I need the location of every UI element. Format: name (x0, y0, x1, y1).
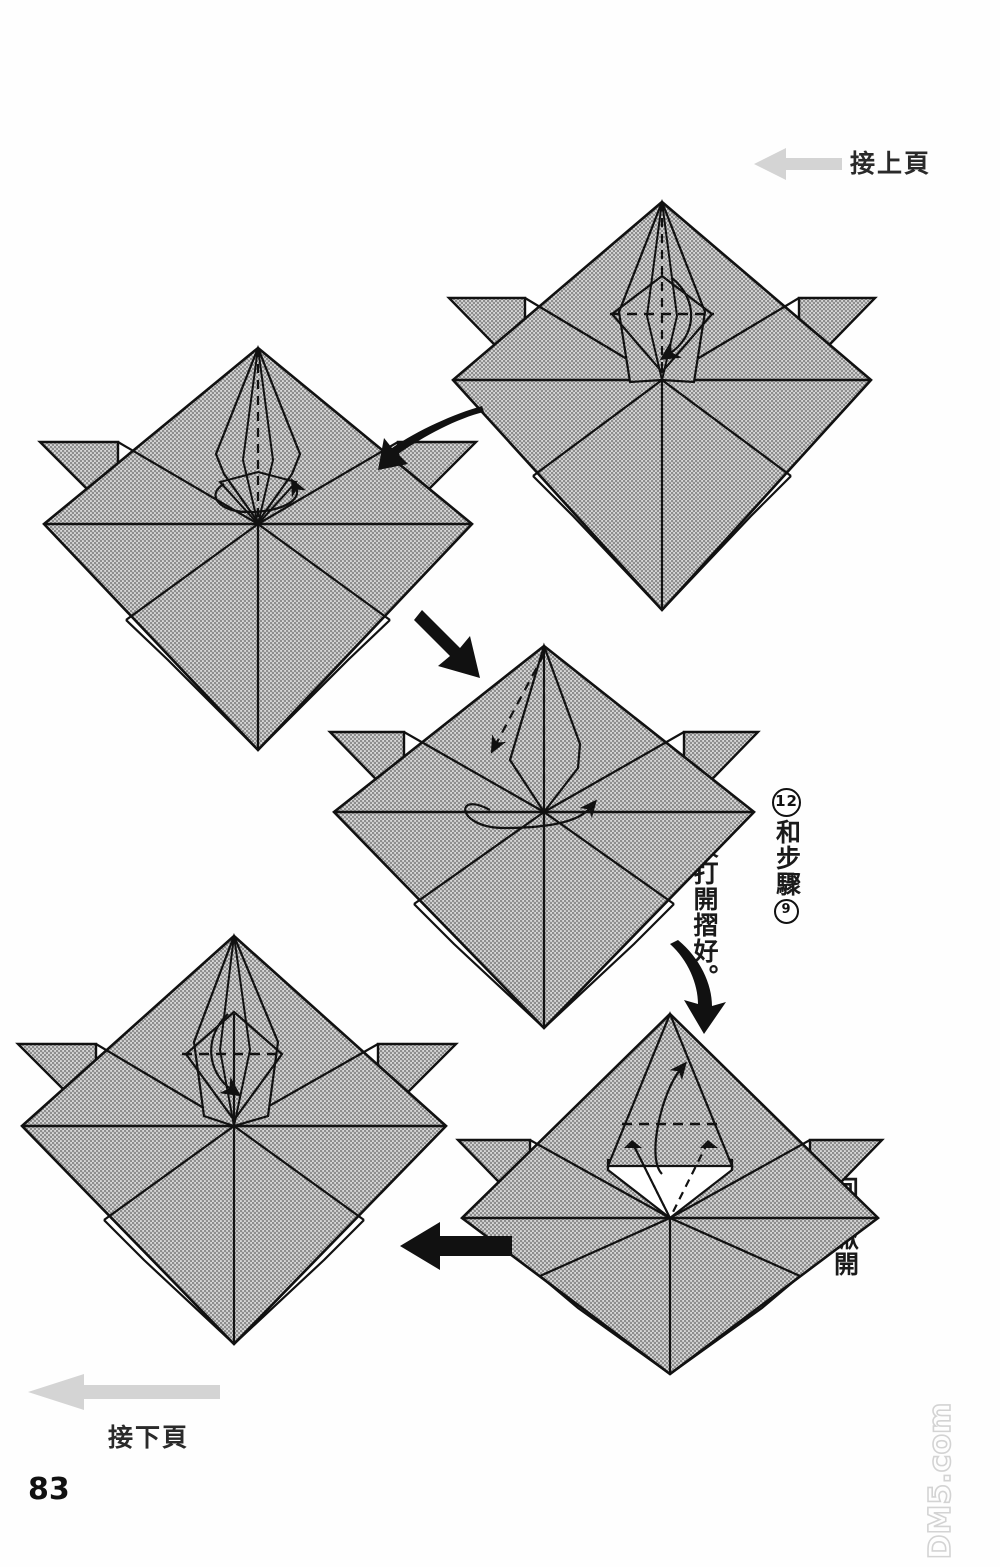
left-arrow-icon (28, 1374, 220, 1410)
arrow-11-to-12 (414, 610, 480, 678)
step-12-caption-text-a: 和步驟 (772, 819, 802, 897)
step-12-diagram (327, 642, 761, 1030)
step-13-diagram (455, 1011, 885, 1376)
watermark-logo-icon: DM5.com (922, 1402, 959, 1560)
watermark-text: DM5.com (923, 1403, 958, 1560)
step-12-reference-step-9: 9 (774, 899, 799, 924)
fold-marks (610, 202, 714, 382)
fold-marks (182, 1013, 284, 1120)
left-arrow-icon (754, 148, 842, 180)
step-12-caption-column-1: 12和步驟9 (746, 608, 828, 926)
next-page-label: 接下頁 (108, 1423, 190, 1452)
arrow-10-to-11 (378, 406, 484, 470)
prev-page-label: 接上頁 (850, 149, 932, 178)
page-number: 83 (28, 1472, 70, 1507)
watermark: DM5.com (902, 1401, 998, 1561)
fold-marks (464, 646, 598, 830)
prev-page-link[interactable]: 接上頁 (752, 140, 931, 184)
step-12-number: 12 (772, 788, 801, 817)
turn-over-arrow (214, 348, 307, 524)
arrow-12-to-13 (670, 940, 726, 1034)
fold-marks (622, 1061, 718, 1219)
next-page-link[interactable]: 接下頁 (22, 1368, 222, 1454)
paper-body (15, 933, 459, 1346)
paper-body (455, 1011, 885, 1376)
arrow-13-to-14 (400, 1222, 512, 1270)
step-14-diagram (15, 933, 459, 1346)
paper-body (446, 198, 878, 612)
step-10-diagram (446, 198, 878, 612)
